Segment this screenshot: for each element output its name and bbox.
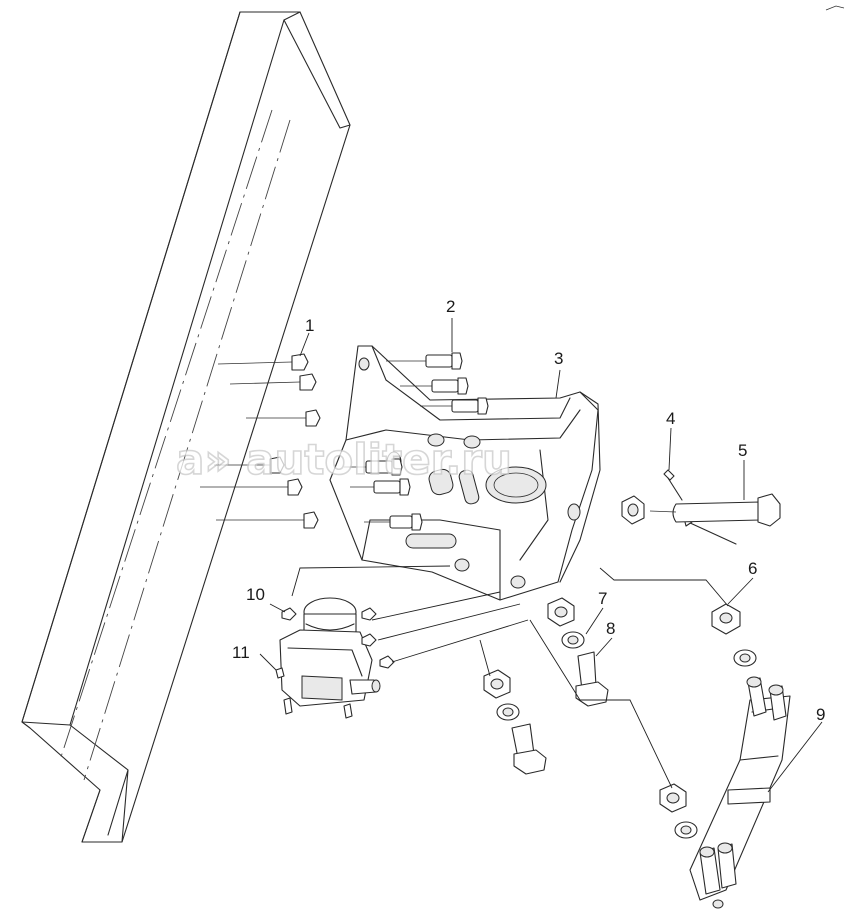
bolt bbox=[200, 478, 303, 496]
part-3-bracket bbox=[329, 345, 601, 601]
bolt bbox=[350, 478, 411, 496]
part-8-bolt bbox=[575, 651, 609, 707]
part-7-nut-washer bbox=[547, 597, 585, 649]
part-6-nut-washer bbox=[711, 603, 757, 667]
bolt bbox=[386, 352, 463, 370]
bolt bbox=[344, 458, 403, 476]
bolt bbox=[214, 456, 285, 474]
bolt bbox=[246, 409, 321, 427]
corner-mark bbox=[825, 5, 845, 11]
callout-10: 10 bbox=[246, 585, 265, 604]
bolt bbox=[400, 377, 469, 395]
callout-2: 2 bbox=[446, 297, 455, 316]
lower-nut-washer-bolt bbox=[483, 669, 547, 775]
callout-9: 9 bbox=[816, 705, 825, 724]
bolt bbox=[420, 397, 489, 415]
callout-4: 4 bbox=[666, 409, 675, 428]
callout-1: 1 bbox=[305, 316, 314, 335]
part-11-chamber-assembly bbox=[275, 597, 381, 719]
bolt bbox=[364, 513, 423, 531]
callout-11: 11 bbox=[232, 643, 250, 662]
part-5-pin bbox=[649, 493, 781, 527]
callout-3: 3 bbox=[554, 349, 563, 368]
callout-6: 6 bbox=[748, 559, 757, 578]
bolt bbox=[229, 373, 317, 391]
watermark: a» autoliter.ru bbox=[176, 435, 512, 484]
nut-washer-lower bbox=[659, 783, 698, 839]
part-2-bolts bbox=[344, 352, 489, 531]
bolt bbox=[217, 353, 309, 371]
callout-7: 7 bbox=[598, 589, 607, 608]
callout-5: 5 bbox=[738, 441, 747, 460]
frame-rail bbox=[21, 11, 351, 843]
callout-8: 8 bbox=[606, 619, 615, 638]
part-1-bolts-nuts bbox=[200, 353, 321, 529]
bolt bbox=[216, 511, 319, 529]
callout-labels: 1 2 3 4 5 6 7 8 9 10 11 bbox=[232, 297, 825, 724]
part-9-lower-bracket bbox=[689, 676, 791, 909]
leader-lines bbox=[259, 318, 823, 793]
hex-nut bbox=[621, 495, 645, 525]
part-10-small-nuts bbox=[281, 607, 395, 669]
